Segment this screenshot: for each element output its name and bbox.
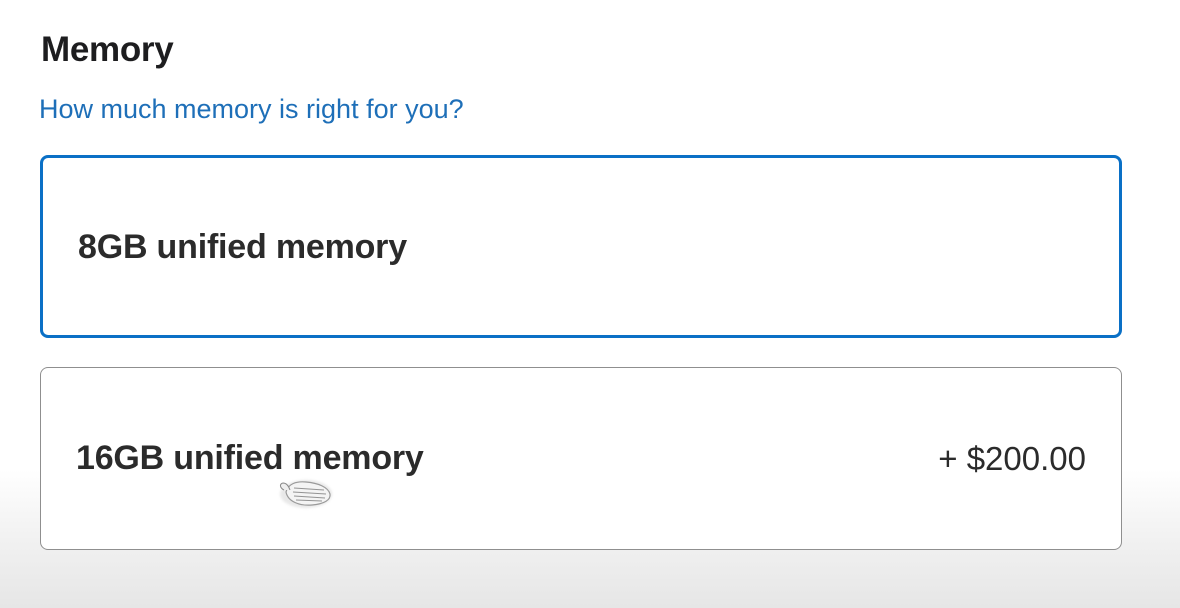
section-title: Memory <box>41 30 174 69</box>
option-label-16gb: 16GB unified memory <box>76 439 424 477</box>
option-price-16gb: + $200.00 <box>938 440 1086 477</box>
memory-option-8gb[interactable]: 8GB unified memory <box>40 155 1122 338</box>
memory-option-16gb[interactable]: 16GB unified memory + $200.00 <box>40 367 1122 550</box>
memory-help-link[interactable]: How much memory is right for you? <box>39 94 464 124</box>
option-label-8gb: 8GB unified memory <box>78 228 407 266</box>
